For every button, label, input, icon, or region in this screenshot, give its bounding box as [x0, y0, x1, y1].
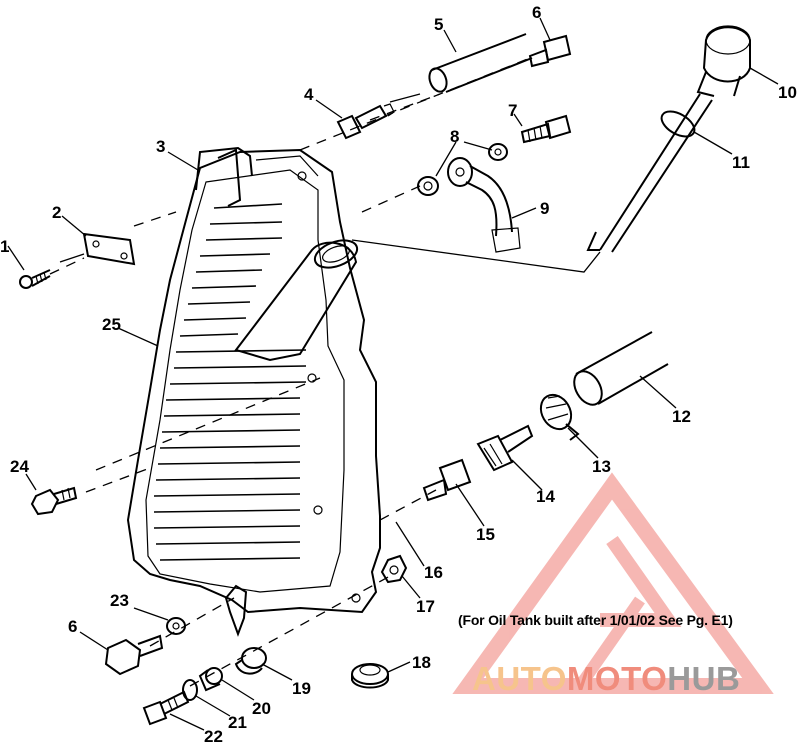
label-8: 8	[450, 127, 459, 146]
grommet-18	[351, 663, 389, 689]
bolt-24	[30, 486, 78, 516]
fitting-15	[422, 458, 472, 502]
label-24: 24	[10, 457, 29, 476]
nut-17	[380, 554, 408, 584]
callout-labels: 1 2 3 4 5 6 6 7 8 9 10 11 12 13 14 15 16…	[0, 3, 797, 742]
oil-tank	[126, 146, 381, 637]
label-21: 21	[228, 713, 247, 732]
fitting-4	[336, 103, 395, 140]
label-6-bottom: 6	[68, 617, 77, 636]
label-14: 14	[536, 487, 555, 506]
label-16: 16	[424, 563, 443, 582]
bushing-19	[234, 647, 267, 675]
dipstick-cap-10	[696, 25, 751, 97]
washer-23	[166, 617, 186, 635]
watermark-moto: MOTO	[566, 660, 668, 697]
hose-12	[573, 331, 669, 406]
label-1: 1	[0, 237, 9, 256]
label-23: 23	[110, 591, 129, 610]
washers-8	[417, 143, 508, 196]
plate-2	[82, 232, 136, 266]
fitting-9	[447, 157, 521, 253]
watermark-hub: HUB	[667, 660, 741, 697]
label-19: 19	[292, 679, 311, 698]
tank-ribs	[153, 203, 307, 561]
screw-1	[19, 269, 51, 289]
bolt-22	[142, 690, 190, 726]
fitting-14	[476, 424, 534, 472]
clamp-13	[539, 393, 580, 441]
leader-lines	[7, 17, 779, 731]
label-6-top: 6	[532, 3, 541, 22]
label-11: 11	[732, 153, 750, 172]
label-3: 3	[156, 137, 165, 156]
label-22: 22	[204, 727, 223, 742]
watermark-text: AUTOMOTOHUB	[472, 660, 740, 698]
label-20: 20	[252, 699, 271, 718]
spacer-20	[198, 667, 223, 692]
bolt-7	[520, 114, 572, 144]
label-7: 7	[508, 101, 517, 120]
label-10: 10	[778, 83, 797, 102]
label-13: 13	[592, 457, 611, 476]
watermark-auto: AUTO	[472, 660, 567, 697]
hose-5	[428, 33, 533, 93]
label-18: 18	[412, 653, 431, 672]
label-17: 17	[416, 597, 435, 616]
label-5: 5	[434, 15, 443, 34]
label-4: 4	[304, 85, 314, 104]
label-9: 9	[540, 199, 549, 218]
label-12: 12	[672, 407, 691, 426]
label-25: 25	[102, 315, 121, 334]
oil-tank-note: (For Oil Tank built after 1/01/02 See Pg…	[458, 612, 733, 628]
bolt-6-top	[528, 34, 572, 68]
dipstick-11	[586, 93, 713, 253]
bolt-6-bottom	[104, 634, 164, 676]
label-15: 15	[476, 525, 495, 544]
label-2: 2	[52, 203, 61, 222]
washer-21	[182, 679, 198, 701]
watermark-logo	[452, 472, 774, 694]
